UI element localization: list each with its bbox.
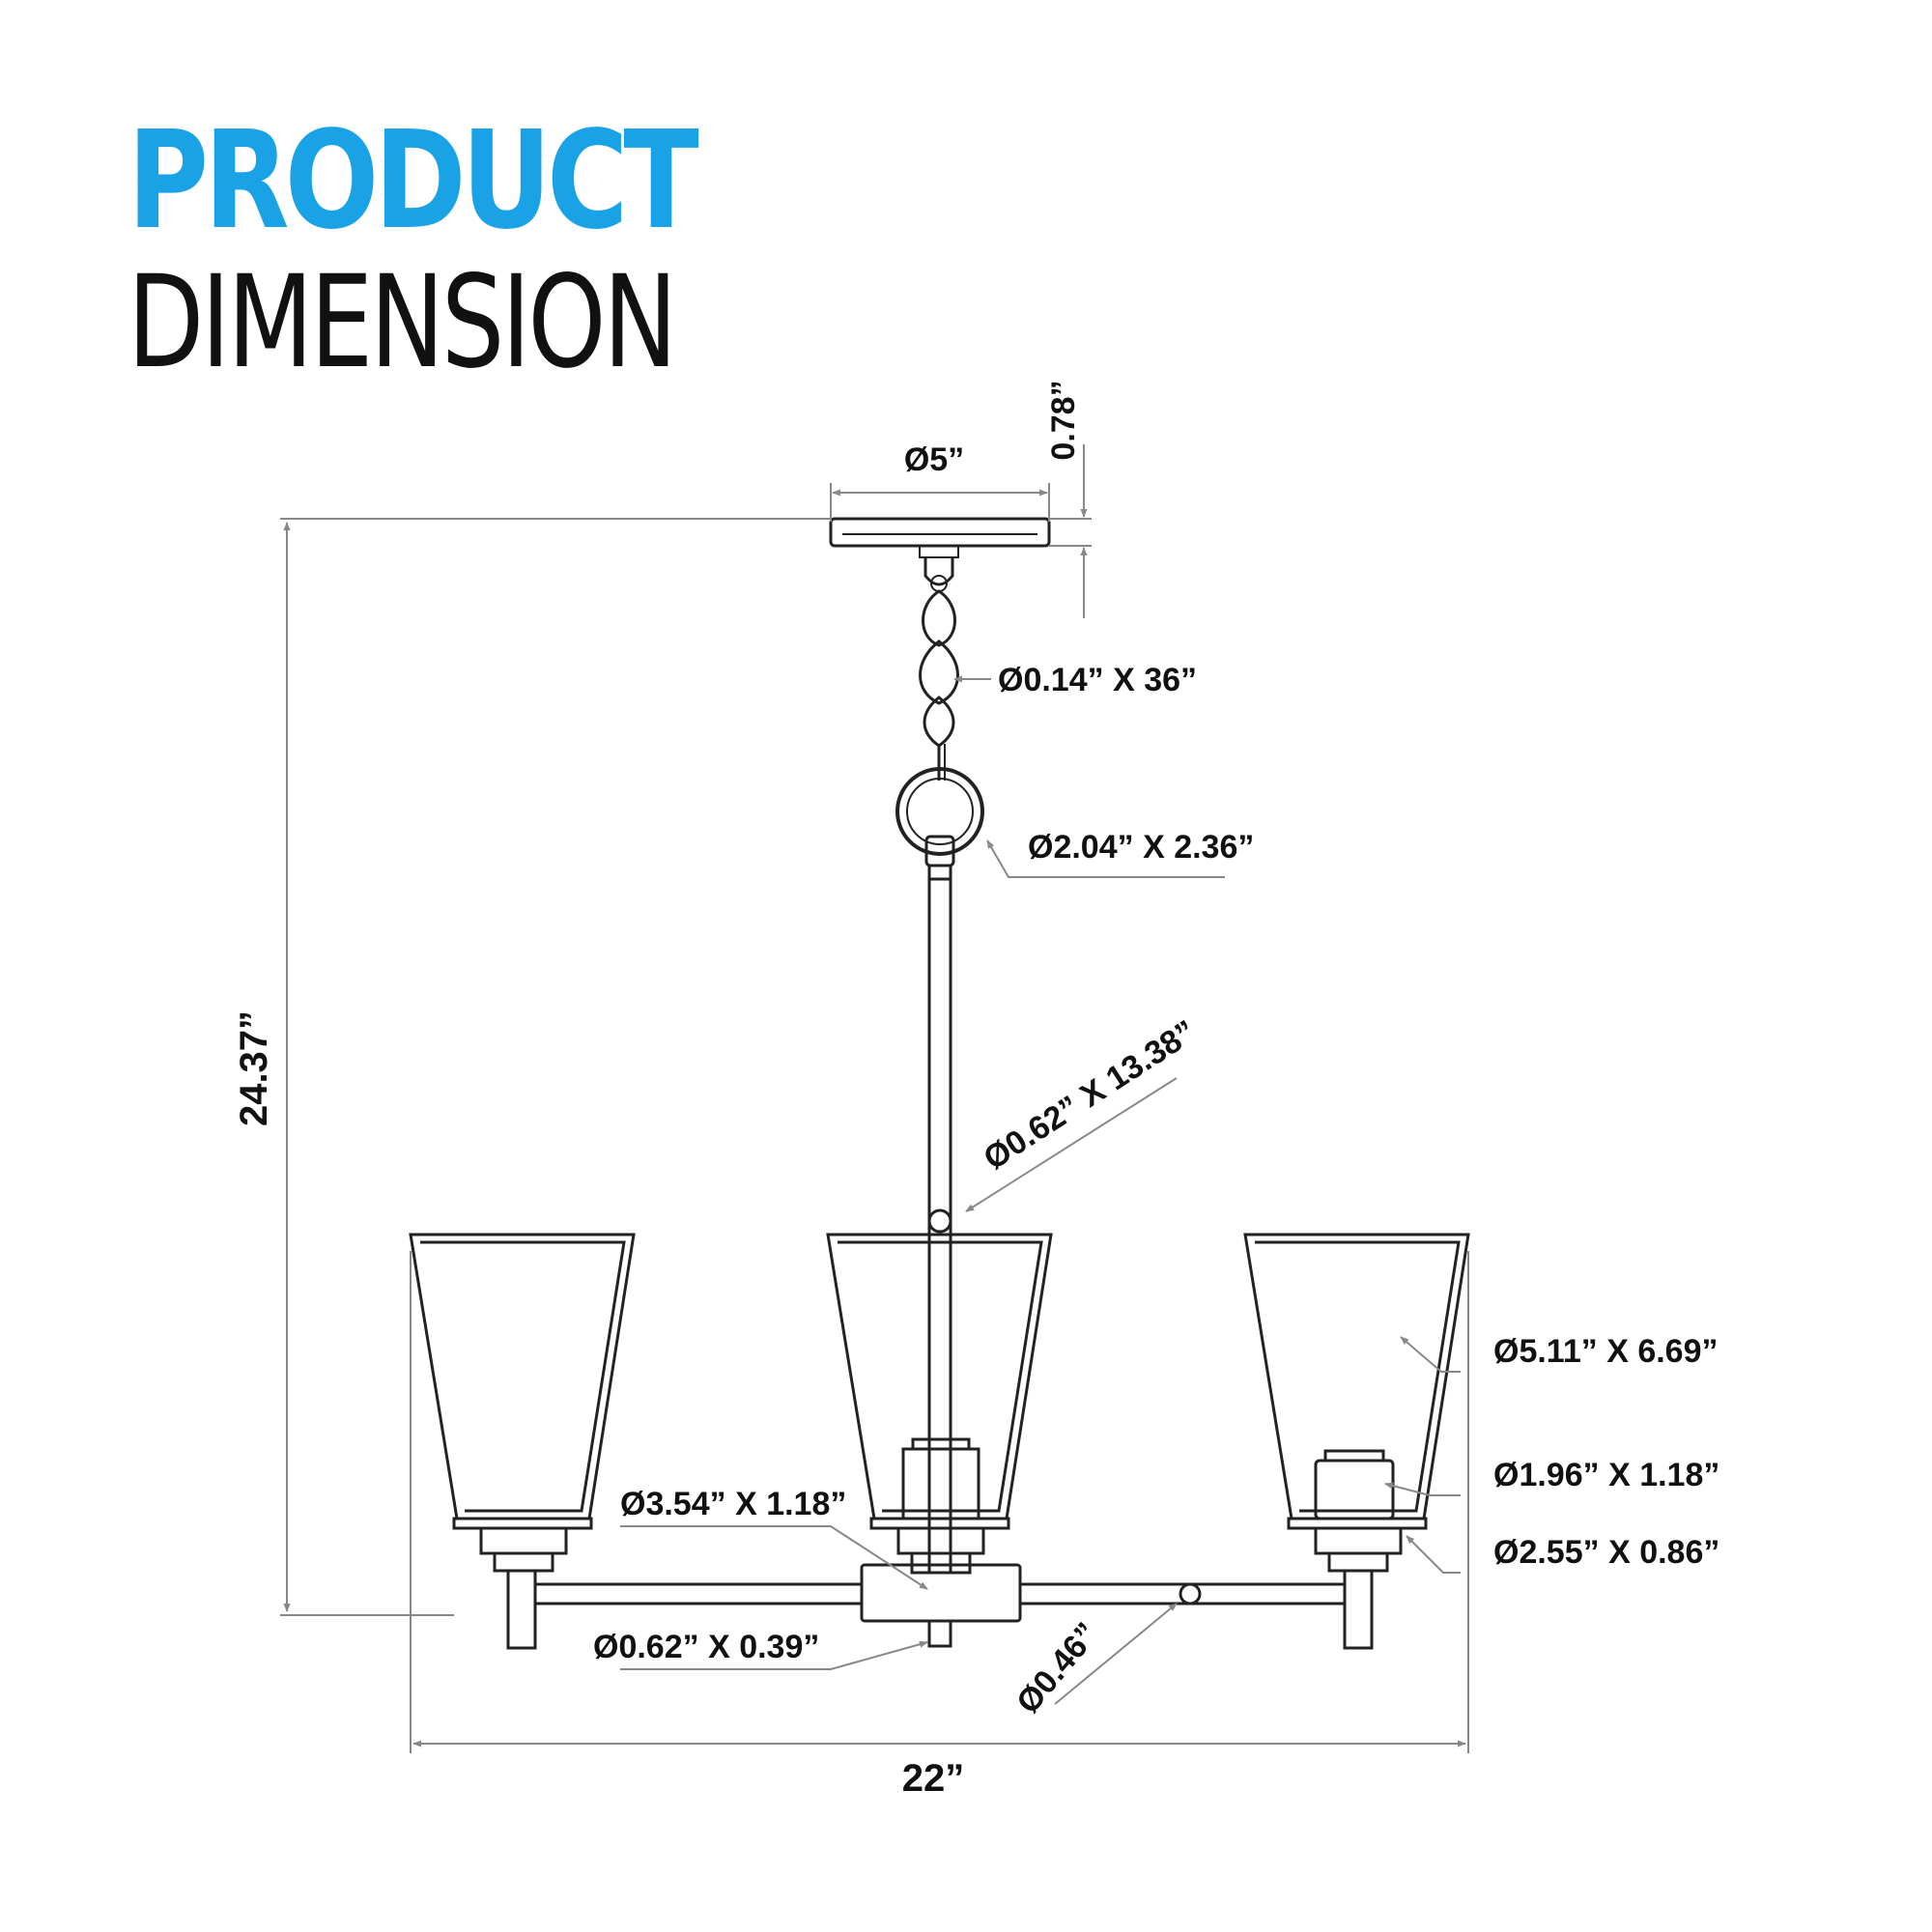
title-dimension: DIMENSION	[128, 248, 677, 397]
title-product: PRODUCT	[128, 102, 699, 260]
chain	[919, 589, 959, 781]
label-hub: Ø3.54” X 1.18”	[620, 1486, 846, 1522]
right-shade	[1243, 1233, 1470, 1650]
center-shade	[826, 1233, 1053, 1575]
label-overall-width: 22”	[902, 1757, 965, 1800]
dimension-lines	[280, 444, 1469, 1753]
downrod	[927, 864, 952, 1573]
label-downrod: Ø0.62” X 13.38”	[978, 1013, 1203, 1178]
label-shade: Ø5.11” X 6.69”	[1493, 1333, 1719, 1370]
label-arm: Ø0.46”	[1009, 1616, 1106, 1720]
canopy	[829, 517, 1051, 558]
hub	[860, 1563, 1022, 1648]
left-shade	[409, 1233, 636, 1650]
label-overall-height: 24.37”	[233, 1010, 275, 1126]
fixture-drawing	[409, 517, 1470, 1650]
ring	[895, 767, 984, 867]
dimension-labels: Ø5” 0.78” Ø0.14” X 36” Ø2.04” X 2.36” Ø0…	[233, 380, 1719, 1800]
arms	[535, 1582, 1345, 1605]
label-socket: Ø1.96” X 1.18”	[1493, 1457, 1719, 1493]
label-chain: Ø0.14” X 36”	[998, 662, 1197, 698]
label-ring: Ø2.04” X 2.36”	[1028, 829, 1254, 866]
label-canopy-height: 0.78”	[1045, 380, 1082, 460]
canopy-hook	[923, 558, 954, 592]
label-canopy-diameter: Ø5”	[904, 441, 964, 478]
label-finial: Ø0.62” X 0.39”	[593, 1629, 819, 1665]
label-socket-cup: Ø2.55” X 0.86”	[1493, 1534, 1719, 1571]
